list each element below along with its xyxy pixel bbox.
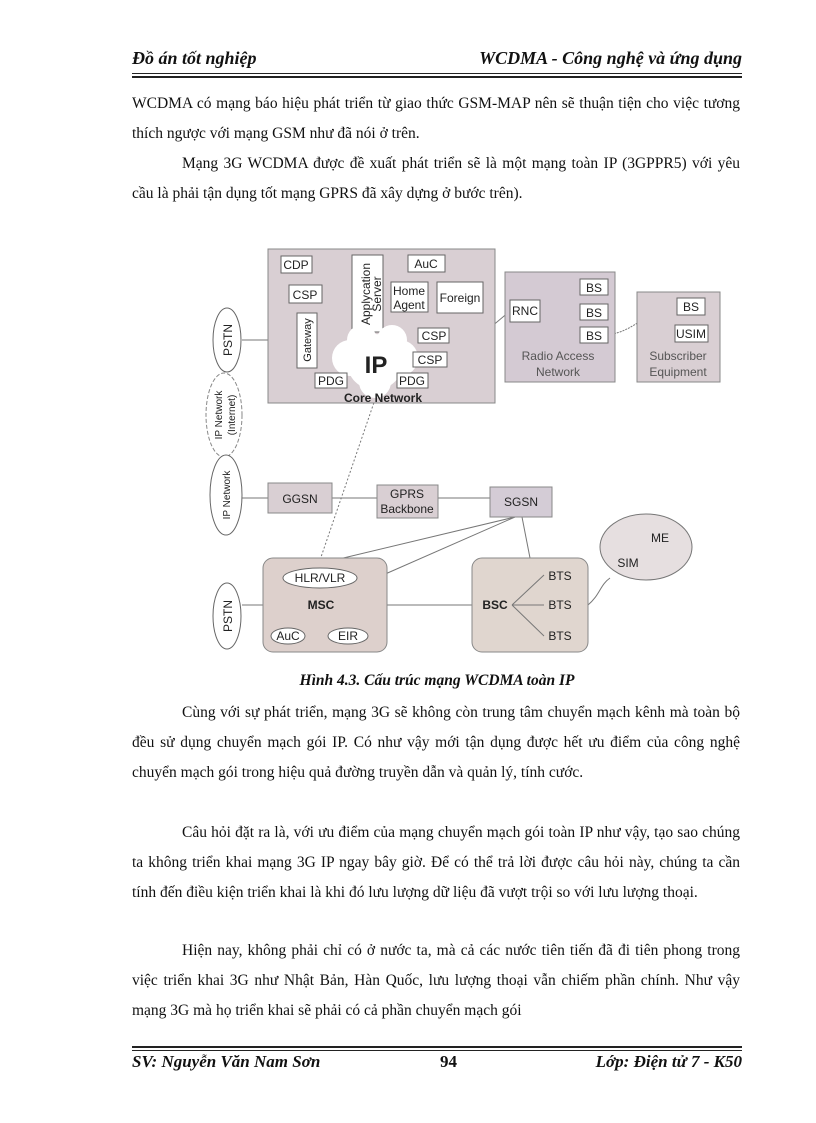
header-rule-thick <box>132 76 742 78</box>
bsc-label: BSC <box>482 598 508 612</box>
app-server-label: Server <box>370 276 384 311</box>
ran-label: Radio Access <box>522 349 595 363</box>
footer-rule-thick <box>132 1046 742 1048</box>
figure-caption: Hình 4.3. Cấu trúc mạng WCDMA toàn IP <box>299 672 575 689</box>
link-line <box>334 516 516 561</box>
subscriber-label: Equipment <box>649 365 707 379</box>
rnc-label: RNC <box>512 304 538 318</box>
link-line <box>511 574 545 606</box>
network-diagram: CDP Applycation Server AuC CSP Home Agen… <box>205 248 721 653</box>
header-right: WCDMA - Công nghệ và ứng dụng <box>479 48 742 68</box>
eir-ellipse <box>327 627 369 645</box>
ggsn-box <box>267 482 333 514</box>
bts-label: BTS <box>548 629 571 643</box>
core-network-label: Core Network <box>344 391 422 405</box>
gprs-backbone-label: GPRS <box>390 487 424 501</box>
ip-label: IP <box>365 352 388 379</box>
rnc-box <box>509 299 541 323</box>
paragraph: Cùng với sự phát triển, mạng 3G sẽ không… <box>132 704 740 781</box>
msc-label: MSC <box>308 598 335 612</box>
foreign-label: Foreign <box>440 291 481 305</box>
bs-box <box>579 278 609 296</box>
bs-box <box>579 326 609 344</box>
paragraph: Mạng 3G WCDMA được đề xuất phát triển sẽ… <box>132 155 740 202</box>
bs-box <box>676 297 706 316</box>
home-agent-box <box>390 281 429 313</box>
link-line <box>382 516 516 576</box>
ran-label: Network <box>536 365 581 379</box>
page-footer: SV: Nguyễn Văn Nam Sơn 94 Lớp: Điện tử 7… <box>132 1052 742 1074</box>
auc-label: AuC <box>276 629 300 643</box>
radio-link <box>587 577 611 606</box>
sgsn-box <box>489 486 553 518</box>
bs-label: BS <box>586 329 602 343</box>
bs-label: BS <box>586 281 602 295</box>
hlr-vlr-ellipse <box>282 567 358 589</box>
auc-label: AuC <box>414 257 438 271</box>
home-agent-label: Home <box>393 284 425 298</box>
ip-network-ellipse <box>209 454 243 536</box>
app-server-label: Applycation <box>359 263 373 325</box>
usim-label: USIM <box>676 327 706 341</box>
paragraph: Câu hỏi đặt ra là, với ưu điểm của mạng … <box>132 824 740 901</box>
csp-label: CSP <box>418 353 443 367</box>
gprs-backbone-label: Backbone <box>380 502 434 516</box>
pdg-label: PDG <box>399 374 425 388</box>
pdg-box <box>314 372 348 389</box>
gateway-box <box>296 312 318 369</box>
pdg-box <box>396 372 429 389</box>
page-header: Đồ án tốt nghiệp WCDMA - Công nghệ và ứn… <box>132 48 742 70</box>
ggsn-label: GGSN <box>282 492 317 506</box>
footer-class: Lớp: Điện tử 7 - K50 <box>595 1052 742 1071</box>
home-agent-label: Agent <box>393 298 425 312</box>
footer-rule <box>132 1050 742 1051</box>
page-number: 94 <box>440 1052 457 1071</box>
csp-box <box>288 284 323 304</box>
mobile-cloud <box>599 513 693 581</box>
eir-label: EIR <box>338 629 358 643</box>
bs-label: BS <box>586 306 602 320</box>
me-label: ME <box>651 531 669 545</box>
gateway-label: Gateway <box>302 318 314 362</box>
foreign-box <box>436 281 484 314</box>
usim-box <box>674 324 709 343</box>
link-line <box>521 516 531 559</box>
ip-network-label: IP Network <box>222 470 233 520</box>
bs-label: BS <box>683 300 699 314</box>
subscriber-label: Subscriber <box>649 349 706 363</box>
csp-box <box>412 351 448 368</box>
footer-author: SV: Nguyễn Văn Nam Sơn <box>132 1052 321 1071</box>
application-server-box <box>351 254 384 333</box>
ip-cloud <box>332 325 418 398</box>
internet-label: (Internet) <box>227 395 238 436</box>
cdp-label: CDP <box>283 258 308 272</box>
hlr-vlr-label: HLR/VLR <box>295 571 346 585</box>
auc-box <box>407 254 446 273</box>
header-rule <box>132 73 742 74</box>
paragraph: WCDMA có mạng báo hiệu phát triển từ gia… <box>132 95 740 142</box>
csp-label: CSP <box>422 329 447 343</box>
link-line <box>511 604 545 637</box>
pstn-ellipse <box>212 307 242 373</box>
cdp-box <box>280 255 313 274</box>
sim-label: SIM <box>617 556 638 570</box>
gprs-backbone-box <box>376 484 439 519</box>
bts-label: BTS <box>548 569 571 583</box>
bs-box <box>579 303 609 321</box>
csp-label: CSP <box>293 288 318 302</box>
bts-label: BTS <box>548 598 571 612</box>
paragraph: Hiện nay, không phải chỉ có ở nước ta, m… <box>132 942 740 1019</box>
auc-ellipse <box>270 627 306 645</box>
pstn-ellipse <box>212 582 242 650</box>
csp-box <box>417 327 450 344</box>
sgsn-label: SGSN <box>504 495 538 509</box>
ip-network-label: IP Network <box>214 390 225 440</box>
pdg-label: PDG <box>318 374 344 388</box>
header-left: Đồ án tốt nghiệp <box>132 48 257 68</box>
pstn-label: PSTN <box>221 324 235 356</box>
pstn-label: PSTN <box>221 600 235 632</box>
